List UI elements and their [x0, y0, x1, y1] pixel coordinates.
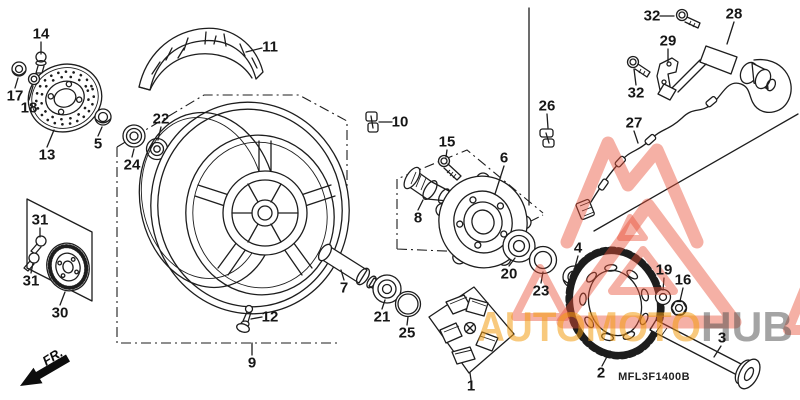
bearing-24: [122, 124, 146, 148]
part-label: 32: [628, 85, 645, 102]
part-label: 22: [153, 111, 170, 128]
part-label: 4: [574, 240, 583, 257]
leader-lines: [14, 15, 735, 367]
part-label: 32: [644, 8, 661, 25]
part-label: 31: [23, 273, 40, 290]
bolt-32b: [626, 55, 651, 78]
pulser-ring-drawing: [46, 242, 90, 292]
diagram-code: MFL3F1400B: [618, 371, 690, 383]
part-label: 16: [675, 272, 692, 289]
part-label: 6: [500, 150, 508, 167]
clamp-10: [365, 111, 379, 133]
wire-grommet: [644, 133, 657, 146]
fr-arrow-shape: [20, 354, 70, 386]
part-label: 24: [124, 157, 141, 174]
abs-sensor-assembly: [539, 8, 792, 221]
brake-disc-drawing: [27, 63, 103, 133]
rear-wheel-drawing: [138, 101, 350, 333]
wire-grommet: [597, 178, 609, 191]
part-label: 31: [32, 212, 49, 229]
part-label: 19: [656, 262, 673, 279]
parts-artwork: [11, 8, 792, 390]
o-ring-25: [394, 290, 422, 318]
part-label: 17: [7, 88, 24, 105]
wheel-group-box-top: [116, 94, 348, 207]
pulser-bolt-31b: [23, 252, 40, 272]
tire-drawing: [138, 27, 264, 91]
washer-18: [27, 72, 41, 86]
part-label: 26: [539, 98, 556, 115]
joint-8: [403, 166, 451, 204]
pulser-bolt-31a: [30, 235, 47, 255]
wheel-spokes: [194, 140, 336, 276]
wire-grommet: [705, 96, 718, 108]
logo-small-triangle: [617, 214, 648, 241]
watermark-text-gray: HUB: [701, 303, 793, 350]
part-label: 30: [52, 305, 69, 322]
fr-direction-arrow: FR.: [20, 345, 70, 386]
part-label: 1: [467, 378, 475, 395]
watermark-text-orange: AUTOMOTO: [477, 303, 701, 350]
watermark-logo: [511, 136, 800, 335]
part-label: 11: [262, 39, 278, 56]
bearing-21: [372, 274, 402, 304]
part-label: 8: [414, 210, 422, 227]
watermark: AUTOMOTO HUB: [477, 136, 800, 350]
part-label: 10: [392, 114, 409, 131]
clamp-26: [539, 128, 555, 148]
logo-left-triangle: [511, 264, 570, 321]
part-label: 5: [94, 136, 102, 153]
part-label: 2: [597, 365, 605, 382]
part-label: 28: [726, 6, 743, 23]
part-label: 3: [718, 330, 726, 347]
part-label: 9: [248, 355, 256, 372]
logo-big-triangle: [556, 198, 742, 329]
label-1-tick: [469, 372, 472, 381]
part-label: 13: [39, 147, 56, 164]
wire-grommet: [614, 155, 627, 168]
pulser-group-box: [26, 198, 93, 302]
part-label: 14: [33, 26, 50, 43]
sensor-28: [657, 45, 777, 101]
sensor-group-diagonal: [593, 113, 799, 232]
axle-nut-17: [11, 61, 27, 77]
valve-12: [236, 304, 254, 333]
part-label: 18: [21, 100, 38, 117]
axle-drawing: [649, 319, 761, 390]
disc-bolt-14: [35, 51, 47, 74]
nut-16: [670, 299, 688, 317]
damper-set-drawing: [439, 294, 499, 365]
wire-connector: [575, 198, 595, 221]
wheel-group-box: [116, 147, 341, 344]
part-label: 29: [660, 33, 677, 50]
logo-m-shape: [560, 136, 704, 249]
part-label: 25: [399, 325, 416, 342]
part-label: 12: [262, 309, 279, 326]
part-label: 20: [501, 266, 518, 283]
part-label: 7: [340, 280, 348, 297]
bolt-32a: [675, 8, 701, 29]
bolt-15: [437, 154, 462, 181]
collar-5: [94, 108, 112, 126]
part-label: 23: [533, 283, 550, 300]
part-label: 21: [374, 309, 391, 326]
logo-inner-triangle: [608, 246, 678, 295]
bearing-20: [502, 229, 536, 263]
part-label: 15: [439, 134, 456, 151]
part-label: 27: [626, 115, 643, 132]
